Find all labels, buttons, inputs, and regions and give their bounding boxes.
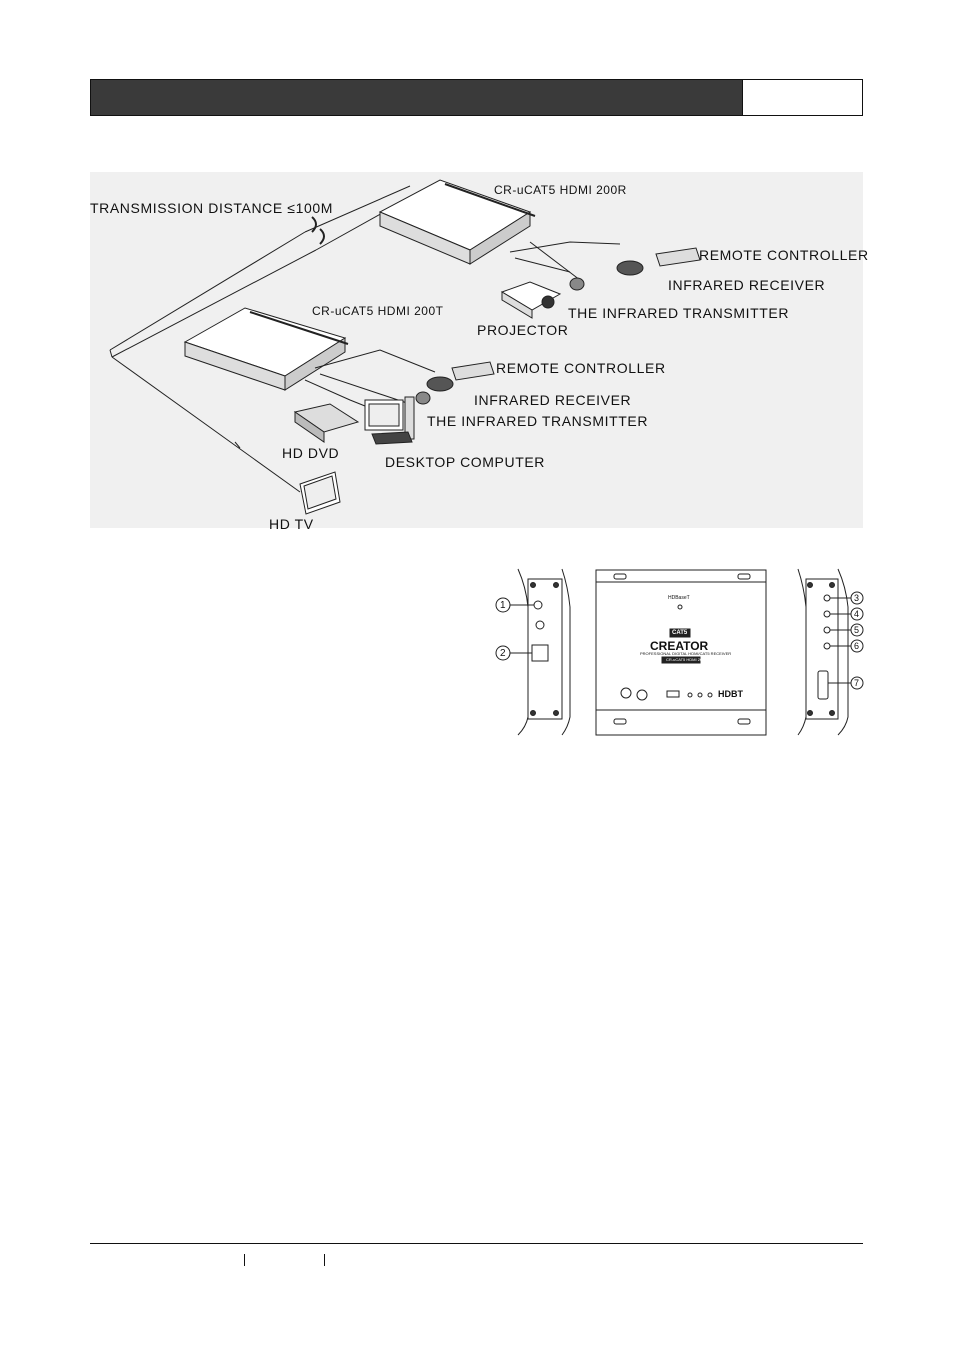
header-page-box bbox=[742, 79, 863, 116]
diagram-drawing bbox=[109, 179, 701, 515]
desktop-computer-label: DESKTOP COMPUTER bbox=[385, 454, 545, 470]
device-panels: 1 2 3 4 5 6 7 HDBaseT CAT5 CREATOR PROFE… bbox=[490, 567, 865, 737]
projector-label: PROJECTOR bbox=[477, 322, 569, 338]
callout-6: 6 bbox=[854, 641, 860, 651]
rx-remote-controller-label: REMOTE CONTROLLER bbox=[699, 247, 869, 263]
footer-divider-1 bbox=[244, 1254, 245, 1266]
callout-3: 3 bbox=[854, 593, 860, 603]
connection-diagram: TRANSMISSION DISTANCE ≤100M CR-uCAT5 HDM… bbox=[90, 172, 868, 532]
footer-rule bbox=[90, 1243, 863, 1244]
callout-4: 4 bbox=[854, 609, 860, 619]
transmission-distance-label: TRANSMISSION DISTANCE ≤100M bbox=[90, 200, 333, 216]
tx-remote-controller-label: REMOTE CONTROLLER bbox=[496, 360, 666, 376]
header-bar bbox=[90, 79, 743, 116]
transmitter-model-label: CR-uCAT5 HDMI 200T bbox=[312, 304, 444, 318]
receiver-model-label: CR-uCAT5 HDMI 200R bbox=[494, 183, 627, 197]
hdbaset-mark: HDBaseT bbox=[668, 595, 690, 601]
callout-7: 7 bbox=[854, 678, 860, 688]
tx-infrared-receiver-label: INFRARED RECEIVER bbox=[474, 392, 632, 408]
rx-infrared-transmitter-label: THE INFRARED TRANSMITTER bbox=[568, 305, 790, 321]
callout-2: 2 bbox=[500, 648, 506, 659]
hdbt-logo: HDBT bbox=[718, 689, 743, 699]
rx-infrared-receiver-label: INFRARED RECEIVER bbox=[668, 277, 826, 293]
cat5-badge: CAT5 bbox=[672, 630, 688, 636]
brand-logo: CREATOR bbox=[650, 639, 709, 653]
product-subtitle: PROFESSIONAL DIGITAL HDMI/CAT5 RECEIVER bbox=[640, 651, 732, 656]
hd-tv-label: HD TV bbox=[269, 516, 314, 532]
footer-divider-2 bbox=[324, 1254, 325, 1266]
callout-1: 1 bbox=[500, 600, 506, 611]
panel-drawing bbox=[495, 568, 864, 736]
callout-5: 5 bbox=[854, 625, 860, 635]
hd-dvd-label: HD DVD bbox=[282, 445, 340, 461]
model-plate: CR-uCAT5 HDMI 200R bbox=[666, 657, 708, 662]
tx-infrared-transmitter-label: THE INFRARED TRANSMITTER bbox=[427, 413, 649, 429]
